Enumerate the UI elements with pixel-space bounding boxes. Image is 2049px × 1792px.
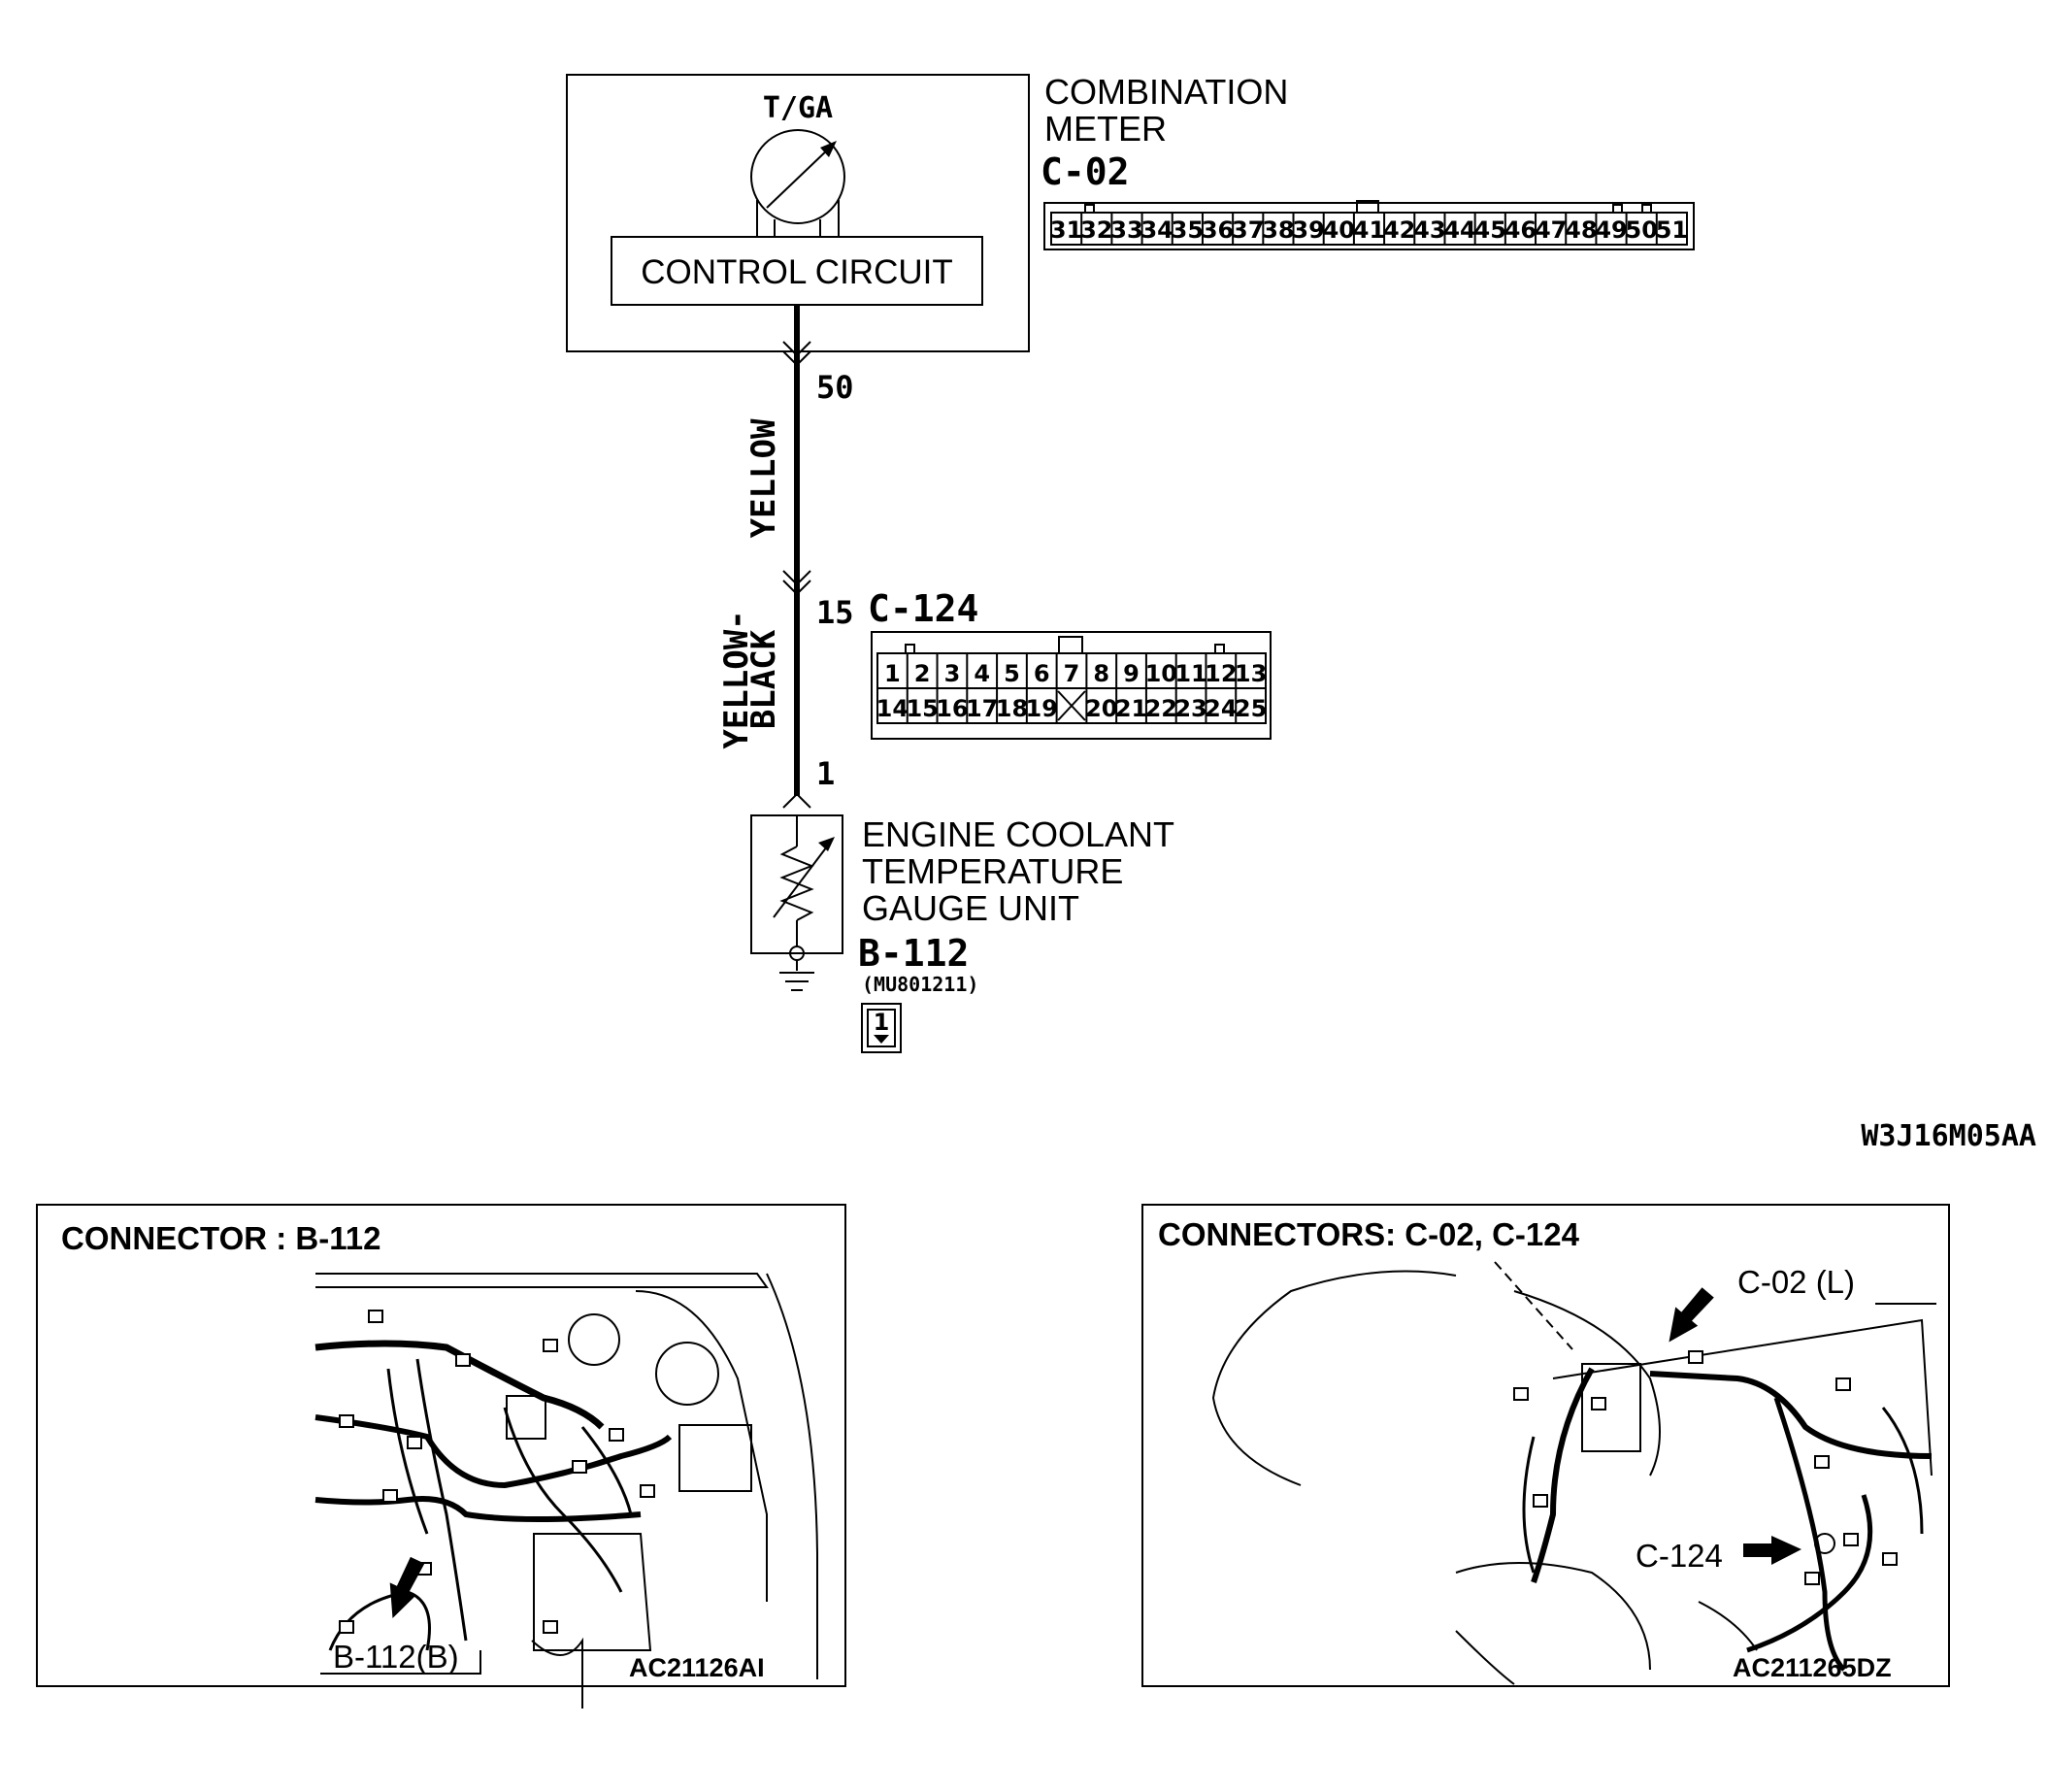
connector-pin: 4 — [974, 660, 990, 687]
connector-pin: 8 — [1093, 660, 1109, 687]
c02-arrow-icon — [1669, 1287, 1714, 1343]
panel-left-callout: B-112(B) — [333, 1639, 459, 1675]
wire-color-yellow-line1: YELLOW- — [717, 610, 756, 748]
panel-right-callout-junction: C-124 — [1636, 1538, 1723, 1574]
sensor-part-number: (MU801211) — [862, 973, 978, 996]
pin-1-label: 1 — [816, 755, 835, 792]
connector-pin: 43 — [1413, 216, 1445, 244]
connector-pin: 20 — [1085, 695, 1117, 722]
connector-pin: 10 — [1145, 660, 1177, 687]
connector-pin: 3 — [944, 660, 961, 687]
connector-pin: 21 — [1115, 695, 1147, 722]
connector-pin: 51 — [1656, 216, 1688, 244]
connector-pin: 6 — [1034, 660, 1050, 687]
connector-pin: 47 — [1535, 216, 1567, 244]
gauge-unit-sensor — [750, 814, 843, 971]
panel-right-callout-meter: C-02 (L) — [1737, 1264, 1855, 1300]
connector-pin: 13 — [1235, 660, 1267, 687]
connector-c02-face: 3132333435363738394041424344454647484950… — [1043, 200, 1695, 250]
gauge-label: T/GA — [763, 91, 833, 125]
gauge-dial-icon — [750, 129, 845, 237]
connector-pin: 5 — [1004, 660, 1020, 687]
connector-pin: 32 — [1080, 216, 1112, 244]
pin-15-label: 15 — [816, 594, 854, 631]
connector-pin: 2 — [914, 660, 931, 687]
connector-pin: 14 — [876, 695, 909, 722]
connector-pin: 12 — [1205, 660, 1237, 687]
connector-pin: 18 — [996, 695, 1028, 722]
meter-name-line2: METER — [1044, 109, 1167, 149]
connector-pin: 40 — [1323, 216, 1355, 244]
connector-pin: 38 — [1262, 216, 1294, 244]
pin-50-label: 50 — [816, 369, 854, 406]
connector-pin: 36 — [1202, 216, 1234, 244]
connector-pin: 16 — [936, 695, 968, 722]
connector-pin: 24 — [1205, 695, 1237, 722]
connector-pin: 49 — [1595, 216, 1627, 244]
sensor-name-line2: TEMPERATURE — [862, 851, 1123, 891]
panel-right-code: AC211265DZ — [1733, 1653, 1892, 1682]
connector-pin: 1 — [884, 660, 901, 687]
connector-pin: 39 — [1292, 216, 1324, 244]
connector-pin: 25 — [1235, 695, 1267, 722]
panel-c02-c124-location: CONNECTORS: C-02, C-124 — [1141, 1204, 1950, 1687]
sensor-name-line1: ENGINE COOLANT — [862, 814, 1174, 854]
sensor-connector-label: B-112 — [858, 932, 969, 975]
connector-pin: 17 — [966, 695, 998, 722]
connector-pin: 9 — [1123, 660, 1140, 687]
connector-pin: 19 — [1026, 695, 1058, 722]
connector-pin: 23 — [1174, 695, 1206, 722]
connector-pin: 15 — [906, 695, 938, 722]
connector-pin: 34 — [1140, 216, 1173, 244]
meter-connector-label: C-02 — [1041, 150, 1130, 193]
connector-pin: 48 — [1565, 216, 1597, 244]
panel-right-title: CONNECTORS: C-02, C-124 — [1158, 1216, 1580, 1252]
connector-pin: 35 — [1172, 216, 1204, 244]
b112-pin-1: 1 — [874, 1009, 890, 1036]
connector-pin: 42 — [1383, 216, 1415, 244]
connector-pin: 44 — [1443, 216, 1475, 244]
connector-pin: 37 — [1232, 216, 1264, 244]
panel-left-title: CONNECTOR : B-112 — [61, 1220, 380, 1256]
connector-pin: 31 — [1050, 216, 1082, 244]
b112-arrow-icon — [389, 1556, 425, 1619]
wire-yellow — [782, 305, 811, 596]
meter-name-line1: COMBINATION — [1044, 72, 1288, 112]
drawing-code: W3J16M05AA — [1861, 1119, 2036, 1153]
control-circuit-label: CONTROL CIRCUIT — [641, 253, 952, 291]
wire-yellow-black — [782, 592, 811, 809]
connector-pin: 46 — [1504, 216, 1537, 244]
ground-icon — [779, 972, 814, 991]
connector-pin: 41 — [1353, 216, 1385, 244]
connector-pin: 50 — [1626, 216, 1658, 244]
panel-left-code: AC21126AI — [629, 1653, 765, 1682]
sensor-name-line3: GAUGE UNIT — [862, 888, 1079, 928]
connector-pin: 11 — [1174, 660, 1206, 687]
c124-arrow-icon — [1743, 1536, 1801, 1565]
connector-pin: 7 — [1064, 660, 1080, 687]
connector-pin: 45 — [1474, 216, 1506, 244]
wire-color-yellow: YELLOW — [744, 418, 783, 538]
panel-b112-location: CONNECTOR : B-112 — [36, 1204, 846, 1709]
connector-pin: 33 — [1110, 216, 1142, 244]
engine-bay-illustration — [314, 1273, 818, 1709]
connector-b112-face: 1 — [861, 1003, 902, 1053]
wire-color-black-line2: BLACK — [744, 629, 783, 729]
connector-pin: 22 — [1145, 695, 1177, 722]
junction-connector-label: C-124 — [868, 587, 978, 630]
dashboard-illustration — [1211, 1261, 1933, 1685]
